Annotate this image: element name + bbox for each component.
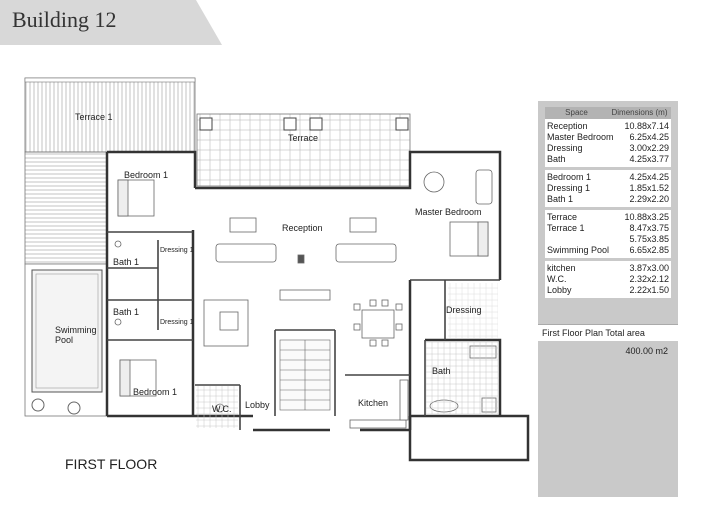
space-dim: 4.25x4.25 <box>629 172 669 182</box>
space-dim: 2.29x2.20 <box>629 194 669 204</box>
space-name: W.C. <box>547 274 567 284</box>
space-name: Dressing <box>547 143 583 153</box>
table-row: Bath 1 2.29x2.20 <box>545 194 671 205</box>
room-label-dressing: Dressing <box>446 305 482 315</box>
total-area: First Floor Plan Total area 400.00 m2 <box>538 324 678 359</box>
space-dim: 3.87x3.00 <box>629 263 669 273</box>
table-row: Bath 4.25x3.77 <box>545 154 671 165</box>
space-name: kitchen <box>547 263 576 273</box>
space-dim: 3.00x2.29 <box>629 143 669 153</box>
room-label-dressing-1-bottom: Dressing 1 <box>160 319 194 326</box>
swimming-pool <box>24 263 108 417</box>
room-label-kitchen: Kitchen <box>358 398 388 408</box>
room-labels: Terrace 1 Terrace Bedroom 1 Bath 1 Dress… <box>55 112 482 414</box>
room-label-swimming: Swimming <box>55 325 97 335</box>
space-name: Terrace <box>547 212 578 222</box>
table-group: Bedroom 1 4.25x4.25 Dressing 1 1.85x1.52 B… <box>545 170 671 210</box>
floor-label: FIRST FLOOR <box>65 456 158 472</box>
page-title: Building 12 <box>12 7 117 32</box>
space-name: Bedroom 1 <box>547 172 592 182</box>
table-group: kitchen 3.87x3.00 W.C. 2.32x2.12 Lobby 2.22… <box>545 261 671 298</box>
space-dim: 10.88x7.14 <box>624 121 669 131</box>
table-row: Reception 10.88x7.14 <box>545 121 671 132</box>
table-row: Bedroom 1 4.25x4.25 <box>545 172 671 183</box>
room-label-wc: W.C. <box>212 404 232 414</box>
room-label-master-bedroom: Master Bedroom <box>415 207 482 217</box>
space-dim: 1.85x1.52 <box>629 183 669 193</box>
space-dim: 4.25x3.77 <box>629 154 669 164</box>
space-name: Terrace 1 <box>547 223 585 233</box>
terrace-area <box>196 113 411 187</box>
space-dim: 2.22x1.50 <box>629 285 669 295</box>
table-group: Reception 10.88x7.14 Master Bedroom 6.25x4… <box>545 119 671 170</box>
room-label-bedroom-1-top: Bedroom 1 <box>124 170 168 180</box>
room-label-bedroom-1-bottom: Bedroom 1 <box>133 387 177 397</box>
table-row: Dressing 1 1.85x1.52 <box>545 183 671 194</box>
space-dim: 8.47x3.75 <box>629 223 669 233</box>
space-dim: 6.65x2.85 <box>629 245 669 255</box>
table-row: W.C. 2.32x2.12 <box>545 274 671 285</box>
interior-walls <box>107 231 500 430</box>
tiled-floors <box>196 283 498 428</box>
space-dim: 6.25x4.25 <box>629 132 669 142</box>
room-label-bath-1-top: Bath 1 <box>113 257 139 267</box>
header-space: Space <box>565 108 588 117</box>
table-row: Terrace 10.88x3.25 <box>545 212 671 223</box>
space-name: Bath <box>547 154 566 164</box>
area-table-header: Space Dimensions (m) <box>545 107 671 119</box>
room-label-bath: Bath <box>432 366 451 376</box>
space-name: Lobby <box>547 285 572 295</box>
space-name: Master Bedroom <box>547 132 614 142</box>
space-name <box>547 234 609 245</box>
space-name: Reception <box>547 121 588 131</box>
space-dim: 10.88x3.25 <box>624 212 669 222</box>
total-area-value: 400.00 m2 <box>625 346 668 356</box>
header-dimensions: Dimensions (m) <box>611 108 668 117</box>
staircase <box>279 339 331 411</box>
table-row: Lobby 2.22x1.50 <box>545 285 671 296</box>
table-group: Terrace 10.88x3.25 Terrace 1 8.47x3.75 5.7… <box>545 210 671 261</box>
space-name: Swimming Pool <box>547 245 610 255</box>
room-label-pool: Pool <box>55 335 73 345</box>
table-row: Swimming Pool 6.65x2.85 <box>545 245 671 256</box>
table-row: Dressing 3.00x2.29 <box>545 143 671 154</box>
room-label-terrace: Terrace <box>288 133 318 143</box>
space-name: Dressing 1 <box>547 183 591 193</box>
terrace-1-area <box>24 77 196 265</box>
space-name: Bath 1 <box>547 194 574 204</box>
space-dim: 2.32x2.12 <box>629 274 669 284</box>
room-label-lobby: Lobby <box>245 400 270 410</box>
table-row: Master Bedroom 6.25x4.25 <box>545 132 671 143</box>
table-row: 5.75x3.85 <box>545 234 671 245</box>
room-label-dressing-1-top: Dressing 1 <box>160 247 194 254</box>
room-label-bath-1-bottom: Bath 1 <box>113 307 139 317</box>
total-area-label: First Floor Plan Total area <box>538 324 678 341</box>
room-label-terrace-1: Terrace 1 <box>75 112 113 122</box>
title-tab <box>0 0 222 45</box>
table-row: Terrace 1 8.47x3.75 <box>545 223 671 234</box>
area-table: Space Dimensions (m) Reception 10.88x7.14… <box>545 107 671 298</box>
table-row: kitchen 3.87x3.00 <box>545 263 671 274</box>
space-dim: 5.75x3.85 <box>629 234 669 244</box>
room-label-reception: Reception <box>282 223 323 233</box>
